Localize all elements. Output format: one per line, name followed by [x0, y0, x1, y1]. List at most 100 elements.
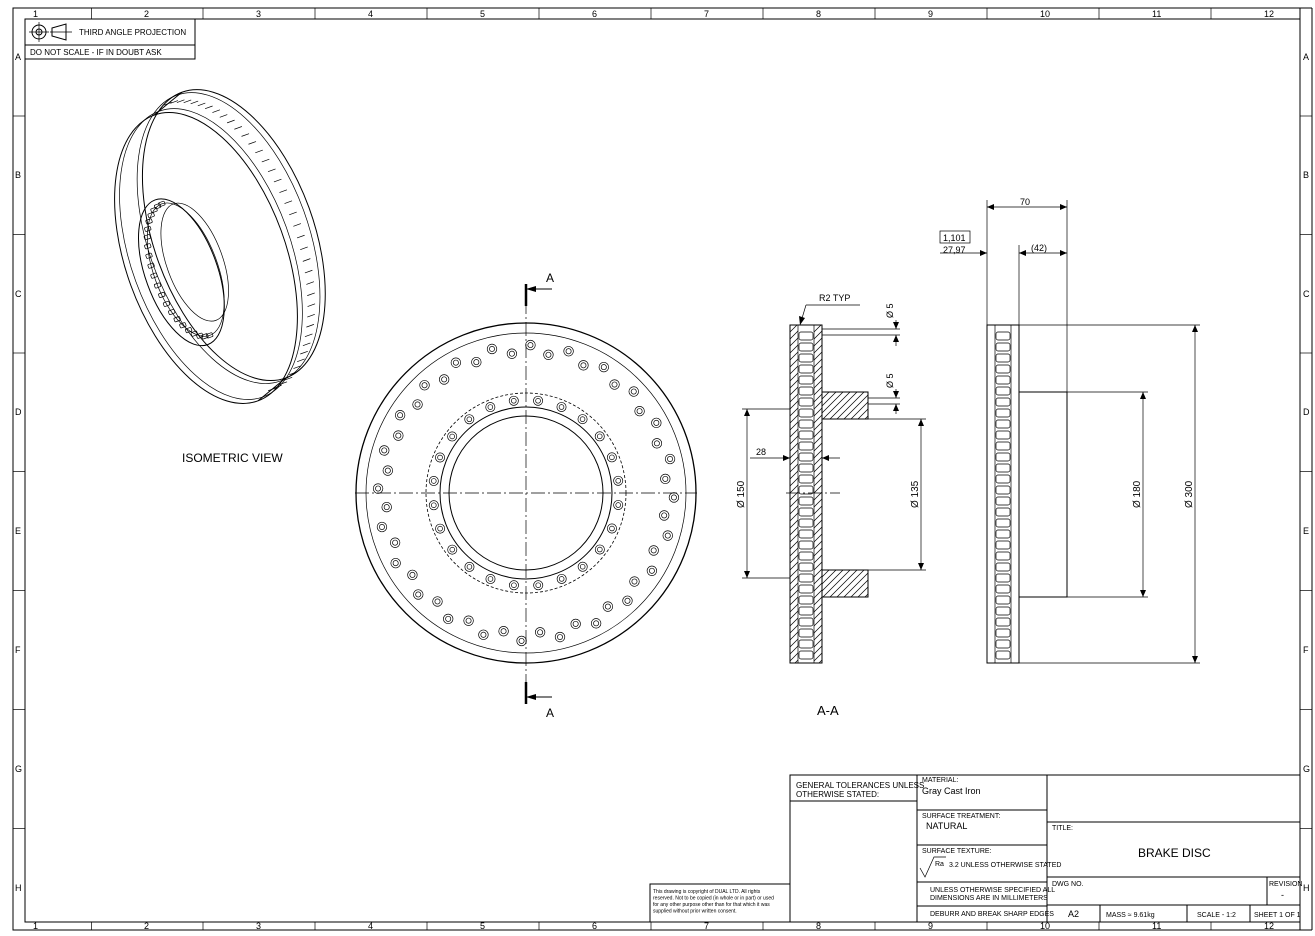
bore-vent: [158, 291, 166, 298]
drilled-hole-inner: [452, 359, 459, 366]
grid-row-label: A: [15, 52, 21, 62]
surface-texture-label: SURFACE TEXTURE:: [922, 848, 992, 855]
grid-row-label: F: [1303, 645, 1309, 655]
drilled-hole-inner: [434, 598, 441, 605]
drilled-hole-inner: [609, 454, 615, 461]
drilled-hole: [607, 523, 617, 534]
vent-channel: [995, 606, 1011, 616]
vent-channel: [995, 540, 1011, 550]
drilled-hole: [447, 544, 458, 555]
drilled-hole: [622, 595, 633, 606]
copyright-note: This drawing is copyright of DUAL LTD. A…: [653, 889, 775, 915]
grid-row-label: C: [15, 289, 22, 299]
bore-vent: [173, 316, 181, 323]
vent-channel: [798, 617, 814, 627]
revision-label: REVISION: [1269, 881, 1302, 888]
drilled-hole: [609, 379, 620, 390]
drilled-hole-inner: [661, 512, 668, 519]
grid-col-label: 2: [144, 9, 149, 19]
vent-channel: [995, 496, 1011, 506]
drilled-hole: [432, 596, 443, 607]
drilled-hole-inner: [558, 576, 565, 582]
vent-channel: [995, 430, 1011, 440]
rim-vent: [307, 292, 315, 296]
grid-col-label: 3: [256, 9, 261, 19]
side-view-vents: [995, 331, 1011, 660]
grid-row-label: E: [15, 526, 21, 536]
drilled-hole-inner: [409, 571, 416, 578]
rim-vent: [234, 126, 243, 130]
rim-vent: [306, 281, 315, 285]
drilled-hole: [556, 402, 567, 412]
drilled-hole-inner: [624, 597, 631, 604]
rim-vent: [170, 100, 179, 104]
rim-vent: [304, 269, 313, 274]
drilled-hole: [598, 361, 609, 373]
drilled-hole-inner: [537, 629, 544, 636]
bore-vent: [147, 262, 155, 269]
drilled-hole-inner: [636, 408, 643, 415]
surface-texture-symbol: [919, 856, 946, 878]
drilled-hole: [413, 589, 424, 600]
drilled-hole: [668, 492, 680, 503]
vent-channel: [798, 342, 814, 352]
vent-channel: [995, 386, 1011, 396]
rim-vent: [297, 358, 305, 363]
drilled-hole-inner: [431, 478, 437, 484]
grid-row-label: H: [15, 883, 22, 893]
vent-channel: [995, 342, 1011, 352]
drilled-hole-inner: [557, 634, 563, 640]
rim-vent: [268, 387, 276, 392]
rim-vent: [302, 342, 311, 346]
drilled-hole: [478, 629, 489, 640]
grid-col-label: 2: [144, 921, 149, 931]
drilled-hole-inner: [392, 539, 399, 546]
rim-vent: [176, 99, 185, 103]
drilled-hole: [660, 473, 671, 485]
isometric-view: ISOMETRIC VIEW: [114, 89, 326, 465]
drilled-hole: [450, 357, 462, 368]
drilled-hole-inner: [670, 494, 677, 501]
grid-col-label: 6: [592, 9, 597, 19]
grid-row-label: B: [1303, 170, 1309, 180]
rim-vent: [226, 119, 235, 124]
rim-vent: [267, 168, 276, 173]
rim-vent: [302, 258, 311, 262]
deburr-note: DEBURR AND BREAK SHARP EDGES: [930, 911, 1054, 918]
drilled-hole: [376, 521, 388, 533]
vent-channel: [798, 397, 814, 407]
vent-channel: [798, 595, 814, 605]
vent-channel: [995, 408, 1011, 418]
rim-vent: [204, 105, 213, 110]
dim-28: 28: [756, 447, 766, 457]
vent-channel: [995, 595, 1011, 605]
vent-channel: [995, 463, 1011, 473]
grid-row-label: A: [1303, 52, 1309, 62]
drilled-hole-inner: [375, 485, 382, 492]
vent-channel: [798, 507, 814, 517]
drilled-hole-inner: [579, 563, 586, 570]
rim-vent: [284, 376, 293, 381]
drilled-hole: [543, 349, 554, 360]
vent-channel: [995, 419, 1011, 429]
drilled-hole: [594, 544, 605, 555]
rim-vent: [284, 200, 293, 204]
drilled-hole: [646, 565, 658, 576]
drilled-hole-inner: [431, 502, 437, 508]
drilled-hole: [659, 510, 670, 521]
drilled-hole-inner: [421, 382, 428, 389]
drilled-hole-inner: [593, 620, 600, 627]
drilled-hole: [390, 557, 401, 569]
drilled-hole: [508, 580, 519, 591]
drilled-hole-inner: [653, 440, 660, 447]
bore-vent: [147, 212, 155, 219]
bore-vent: [143, 234, 151, 241]
bore-vent: [162, 300, 171, 307]
dim-70: 70: [1020, 197, 1030, 207]
drilled-hole-inner: [381, 447, 388, 454]
grid-col-label: 9: [928, 921, 933, 931]
vent-channel: [995, 452, 1011, 462]
vent-channel: [798, 496, 814, 506]
